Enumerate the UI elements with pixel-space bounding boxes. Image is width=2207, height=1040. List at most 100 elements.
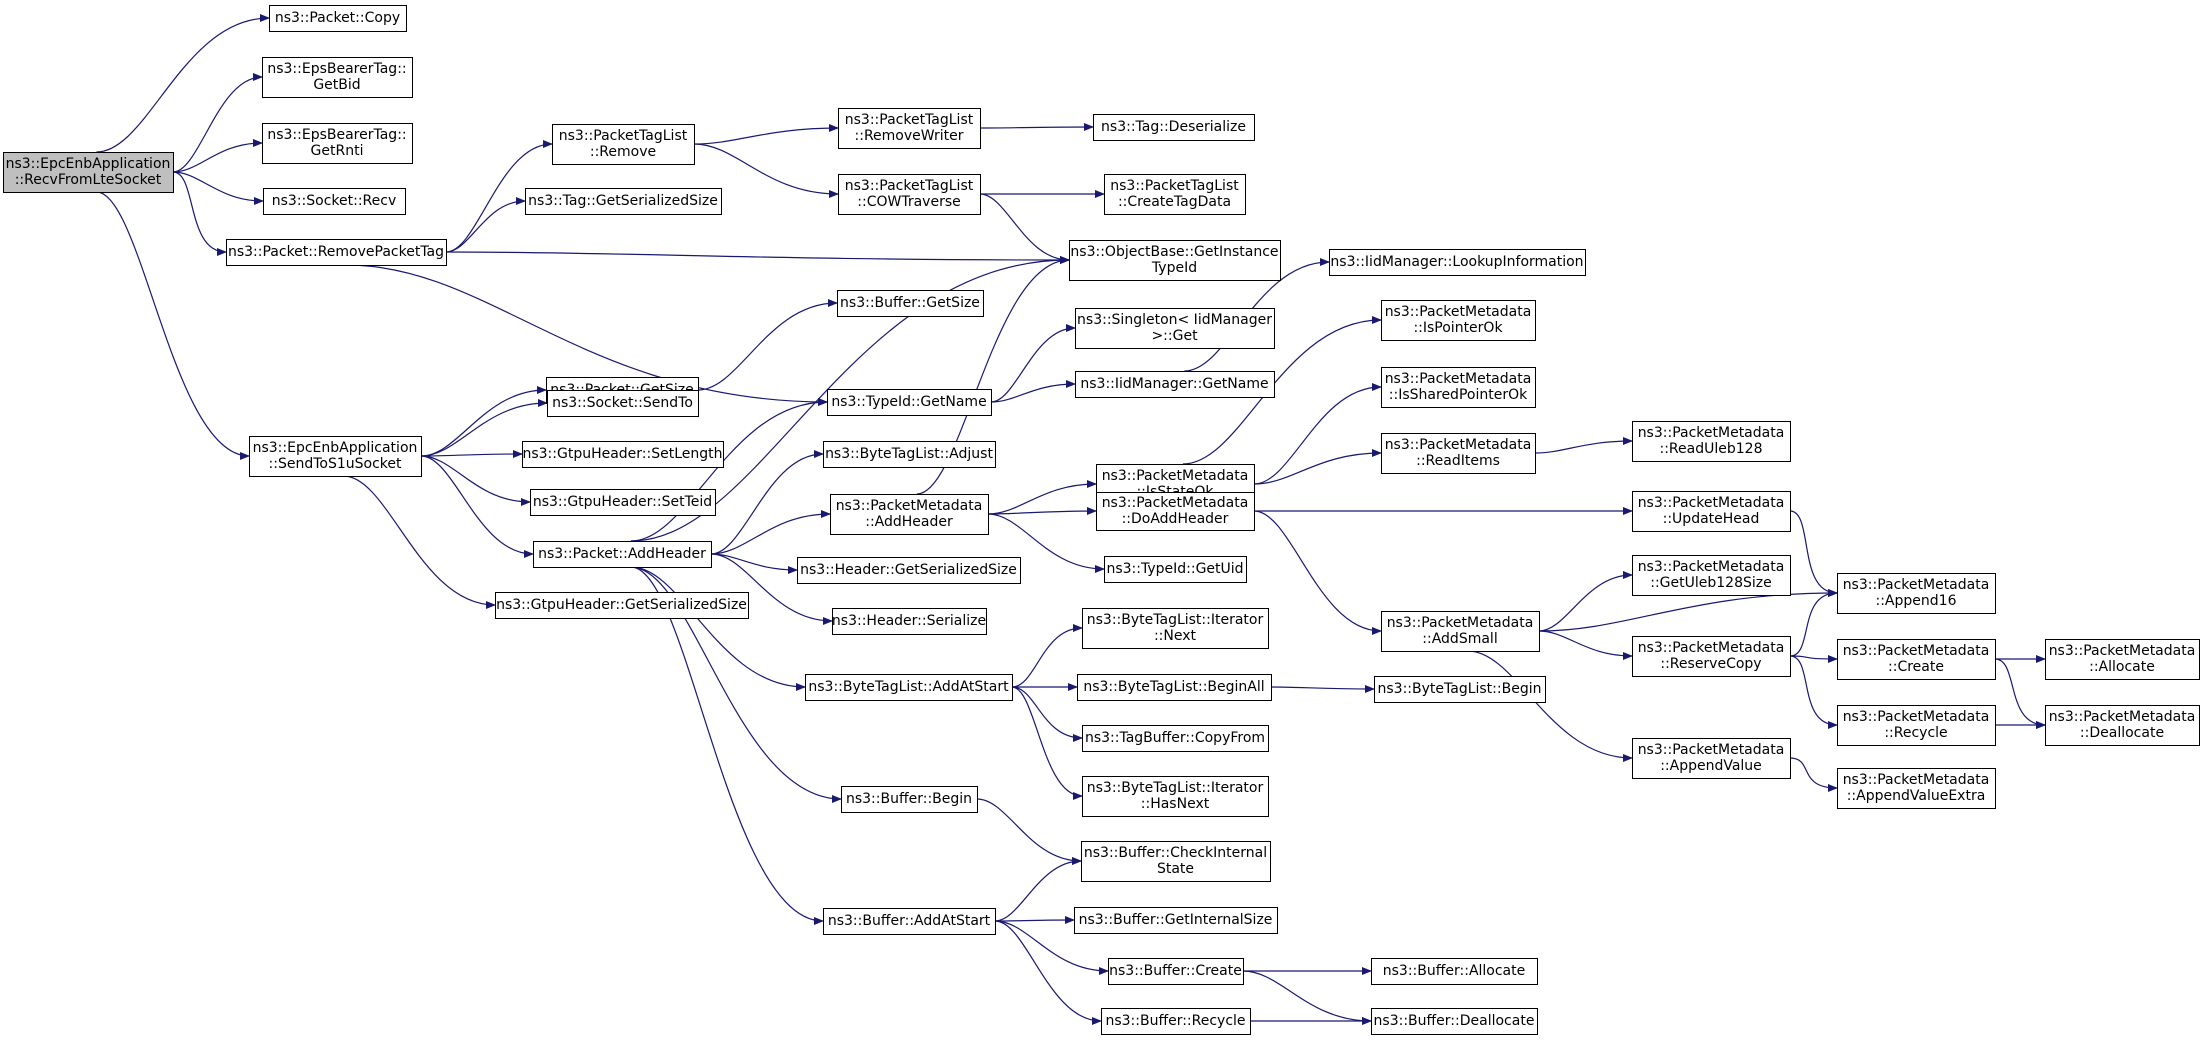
node-getbid[interactable]: ns3::EpsBearerTag::GetBid bbox=[262, 57, 413, 98]
edge-removepackettag-to-tag-getser bbox=[445, 197, 526, 253]
node-box bbox=[1101, 1008, 1251, 1035]
node-removepackettag[interactable]: ns3::Packet::RemovePacketTag bbox=[226, 239, 447, 266]
node-buffer-getsize[interactable]: ns3::Buffer::GetSize bbox=[837, 290, 984, 317]
node-addheader[interactable]: ns3::Packet::AddHeader bbox=[533, 541, 712, 568]
node-buffer-create[interactable]: ns3::Buffer::Create bbox=[1108, 958, 1244, 985]
node-btl-beginall[interactable]: ns3::ByteTagList::BeginAll bbox=[1077, 674, 1272, 701]
edge-pm-addsmall-to-pm-appendvalue bbox=[1467, 650, 1633, 762]
node-ptl-cow[interactable]: ns3::PacketTagList::COWTraverse bbox=[838, 174, 981, 215]
node-typeid-getname[interactable]: ns3::TypeId::GetName bbox=[827, 389, 992, 416]
node-label: ::Deallocate bbox=[2080, 725, 2164, 741]
edge-sendtos1u-to-setteid bbox=[420, 455, 531, 506]
node-btl-iter-hasnext[interactable]: ns3::ByteTagList::Iterator::HasNext bbox=[1082, 776, 1269, 817]
edge-pm-reservecopy-to-pm-create bbox=[1789, 654, 1838, 663]
node-sendtos1u[interactable]: ns3::EpcEnbApplication::SendToS1uSocket bbox=[249, 436, 422, 477]
node-pm-appendvalueextra[interactable]: ns3::PacketMetadata::AppendValueExtra bbox=[1837, 768, 1996, 809]
node-pm-readuleb[interactable]: ns3::PacketMetadata::ReadUleb128 bbox=[1632, 421, 1791, 462]
node-pm-deallocate[interactable]: ns3::PacketMetadata::Deallocate bbox=[2045, 705, 2200, 746]
edge-buffer-addatstart-to-buffer-getinternalsize bbox=[994, 916, 1075, 925]
edge-btl-addatstart-to-btl-iter-next bbox=[1011, 624, 1083, 688]
node-label: ns3::ByteTagList::Iterator bbox=[1087, 612, 1264, 628]
node-header-serialize[interactable]: ns3::Header::Serialize bbox=[832, 608, 987, 635]
node-label: ns3::ByteTagList::Begin bbox=[1378, 681, 1542, 697]
node-singleton-get[interactable]: ns3::Singleton< IidManager>::Get bbox=[1075, 308, 1275, 349]
node-layer: ns3::EpcEnbApplication::RecvFromLteSocke… bbox=[3, 5, 2200, 1035]
node-label: ::CreateTagData bbox=[1118, 194, 1231, 210]
node-box bbox=[1837, 573, 1996, 614]
node-copy[interactable]: ns3::Packet::Copy bbox=[269, 5, 407, 32]
node-setlength[interactable]: ns3::GtpuHeader::SetLength bbox=[522, 441, 724, 468]
node-pm-readitems[interactable]: ns3::PacketMetadata::ReadItems bbox=[1381, 433, 1536, 474]
node-pm-appendvalue[interactable]: ns3::PacketMetadata::AppendValue bbox=[1632, 738, 1791, 779]
node-buffer-begin[interactable]: ns3::Buffer::Begin bbox=[841, 786, 978, 813]
node-box bbox=[249, 436, 422, 477]
node-buffer-deallocate[interactable]: ns3::Buffer::Deallocate bbox=[1371, 1008, 1538, 1035]
node-sendto[interactable]: ns3::Socket::SendTo bbox=[547, 390, 699, 417]
node-iid-getname[interactable]: ns3::IidManager::GetName bbox=[1075, 371, 1275, 398]
node-pm-allocate[interactable]: ns3::PacketMetadata::Allocate bbox=[2045, 639, 2200, 680]
node-label: ns3::Buffer::AddAtStart bbox=[828, 913, 991, 929]
node-root[interactable]: ns3::EpcEnbApplication::RecvFromLteSocke… bbox=[3, 152, 174, 193]
node-ptl-create[interactable]: ns3::PacketTagList::CreateTagData bbox=[1104, 174, 1246, 215]
node-typeid-getuid[interactable]: ns3::TypeId::GetUid bbox=[1104, 556, 1247, 583]
node-pm-doaddheader[interactable]: ns3::PacketMetadata::DoAddHeader bbox=[1096, 492, 1255, 531]
node-pm-getuleb[interactable]: ns3::PacketMetadata::GetUleb128Size bbox=[1632, 555, 1791, 596]
node-iid-lookup[interactable]: ns3::IidManager::LookupInformation bbox=[1329, 249, 1586, 276]
node-label: ns3::PacketMetadata bbox=[1638, 640, 1785, 656]
node-pm-updatehead[interactable]: ns3::PacketMetadata::UpdateHead bbox=[1632, 491, 1791, 532]
node-buffer-recycle[interactable]: ns3::Buffer::Recycle bbox=[1101, 1008, 1251, 1035]
node-box bbox=[226, 239, 447, 266]
node-tag-deser[interactable]: ns3::Tag::Deserialize bbox=[1093, 114, 1255, 141]
node-box bbox=[522, 441, 724, 468]
node-header-getser[interactable]: ns3::Header::GetSerializedSize bbox=[797, 557, 1021, 584]
node-label: ::IsPointerOk bbox=[1413, 320, 1503, 336]
node-tag-getser[interactable]: ns3::Tag::GetSerializedSize bbox=[525, 188, 722, 215]
node-pm-addheader[interactable]: ns3::PacketMetadata::AddHeader bbox=[830, 494, 989, 535]
node-tagbuffer-copyfrom[interactable]: ns3::TagBuffer::CopyFrom bbox=[1082, 725, 1269, 752]
node-gtpu-getser[interactable]: ns3::GtpuHeader::GetSerializedSize bbox=[495, 592, 749, 619]
node-box bbox=[823, 441, 996, 468]
node-buffer-allocate[interactable]: ns3::Buffer::Allocate bbox=[1371, 958, 1538, 985]
node-label: ns3::Singleton< IidManager bbox=[1077, 312, 1272, 328]
edge-btl-addatstart-to-tagbuffer-copyfrom bbox=[1011, 686, 1083, 742]
node-ptl-remove[interactable]: ns3::PacketTagList::Remove bbox=[552, 124, 695, 165]
node-box bbox=[1104, 556, 1247, 583]
edge-root-to-removepackettag bbox=[172, 171, 227, 256]
node-box bbox=[1371, 1008, 1538, 1035]
node-box bbox=[1381, 300, 1536, 341]
edge-sendtos1u-to-setlength bbox=[420, 450, 523, 459]
node-label: TypeId bbox=[1151, 260, 1197, 276]
node-pm-append16[interactable]: ns3::PacketMetadata::Append16 bbox=[1837, 573, 1996, 614]
node-pm-recycle[interactable]: ns3::PacketMetadata::Recycle bbox=[1837, 705, 1996, 746]
node-buffer-addatstart[interactable]: ns3::Buffer::AddAtStart bbox=[823, 908, 996, 935]
node-label: ns3::ByteTagList::Iterator bbox=[1087, 780, 1264, 796]
edge-sendtos1u-to-addheader bbox=[420, 455, 534, 558]
node-btl-begin[interactable]: ns3::ByteTagList::Begin bbox=[1374, 676, 1546, 703]
node-btl-addatstart[interactable]: ns3::ByteTagList::AddAtStart bbox=[805, 674, 1013, 701]
node-pm-issharedpointerok[interactable]: ns3::PacketMetadata::IsSharedPointerOk bbox=[1381, 367, 1536, 408]
edge-pm-appendvalue-to-pm-appendvalueextra bbox=[1789, 757, 1838, 792]
edge-pm-readitems-to-pm-readuleb bbox=[1534, 437, 1633, 454]
edge-buffer-begin-to-buffer-checkinternal bbox=[976, 798, 1082, 865]
node-btl-adjust[interactable]: ns3::ByteTagList::Adjust bbox=[823, 441, 996, 468]
node-box bbox=[1837, 705, 1996, 746]
node-label: ns3::Buffer::Begin bbox=[846, 791, 972, 807]
node-pm-create[interactable]: ns3::PacketMetadata::Create bbox=[1837, 639, 1996, 680]
node-pm-reservecopy[interactable]: ns3::PacketMetadata::ReserveCopy bbox=[1632, 636, 1791, 677]
node-pm-ispointerok[interactable]: ns3::PacketMetadata::IsPointerOk bbox=[1381, 300, 1536, 341]
node-box bbox=[2045, 639, 2200, 680]
node-label: ns3::Tag::GetSerializedSize bbox=[528, 193, 718, 209]
node-pm-addsmall[interactable]: ns3::PacketMetadata::AddSmall bbox=[1381, 611, 1540, 652]
node-getrnti[interactable]: ns3::EpsBearerTag::GetRnti bbox=[262, 123, 413, 164]
node-ptl-removewriter[interactable]: ns3::PacketTagList::RemoveWriter bbox=[838, 108, 981, 149]
node-buffer-getinternalsize[interactable]: ns3::Buffer::GetInternalSize bbox=[1074, 907, 1278, 934]
node-label: ns3::PacketMetadata bbox=[1638, 495, 1785, 511]
node-setteid[interactable]: ns3::GtpuHeader::SetTeid bbox=[530, 489, 716, 516]
node-label: >::Get bbox=[1151, 328, 1198, 344]
node-recv[interactable]: ns3::Socket::Recv bbox=[263, 188, 406, 215]
node-btl-iter-next[interactable]: ns3::ByteTagList::Iterator::Next bbox=[1082, 608, 1269, 649]
edge-addheader-to-buffer-begin bbox=[630, 566, 842, 803]
